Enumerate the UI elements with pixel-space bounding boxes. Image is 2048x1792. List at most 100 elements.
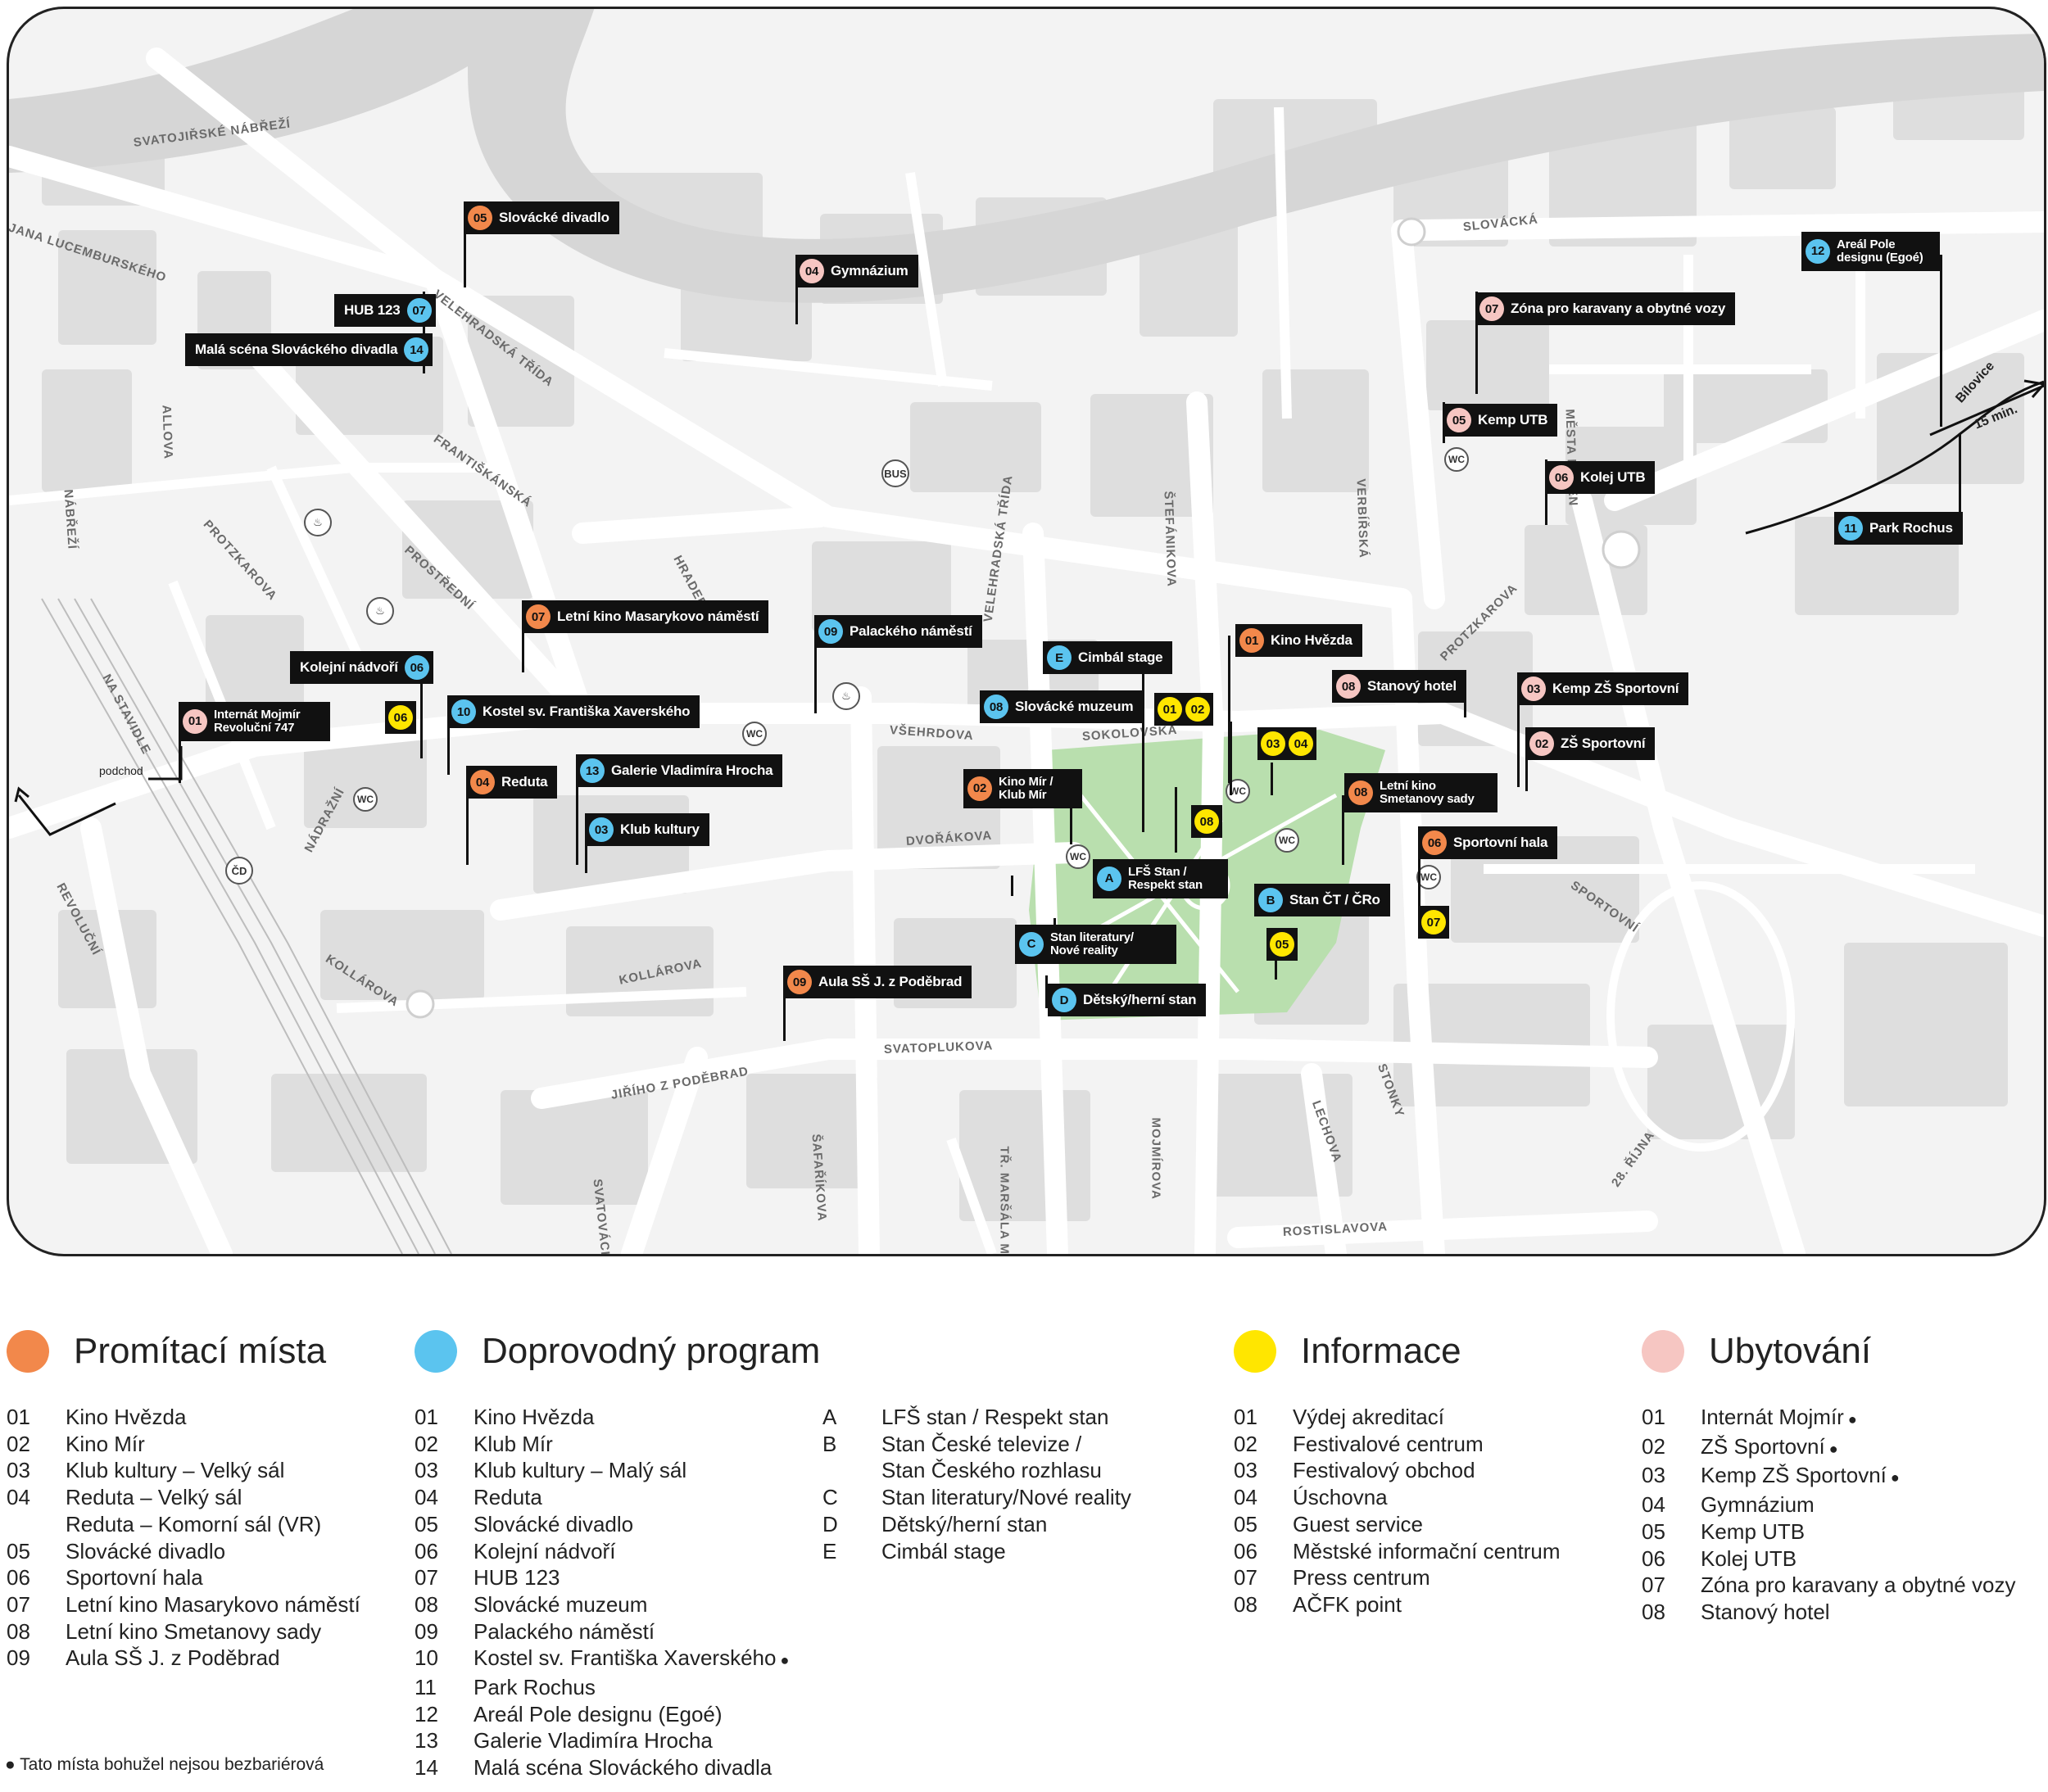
flag-label: Stanový hotel <box>1367 678 1457 694</box>
flag-mala-scena[interactable]: Malá scéna Slováckého divadla 14 <box>185 333 433 366</box>
info-marker-07[interactable]: 07 <box>1418 906 1449 939</box>
legend-item-number: 13 <box>415 1728 438 1754</box>
street-label: TŘ. MARŠÁLA MALINOVSKÉHO <box>997 1146 1012 1256</box>
flag-kemp-zs-sportovni[interactable]: 03 Kemp ZŠ Sportovní <box>1517 672 1689 705</box>
flag-klub-kultury[interactable]: 03 Klub kultury <box>585 813 709 846</box>
flag-letni-kino-smetanovy-sady[interactable]: 08 Letní kino Smetanovy sady <box>1344 773 1497 812</box>
legend-title: Doprovodný program <box>482 1331 821 1371</box>
legend-item-text: Stanový hotel <box>1701 1599 1830 1624</box>
wc-icon[interactable]: WC <box>742 722 767 746</box>
flag-stan-ct-cro[interactable]: B Stan ČT / ČRo <box>1254 884 1390 916</box>
flag-kemp-utb[interactable]: 05 Kemp UTB <box>1443 404 1558 437</box>
wc-icon[interactable]: WC <box>1275 828 1299 853</box>
flag-kostel-xaverskeho[interactable]: 10 Kostel sv. Františka Xaverského <box>447 695 700 728</box>
flag-hub-123[interactable]: HUB 123 07 <box>334 294 436 327</box>
legend-item-number: 08 <box>415 1591 438 1617</box>
flag-pole <box>1175 787 1177 853</box>
flag-kolejni-nadvori[interactable]: Kolejní nádvoří 06 <box>290 651 433 684</box>
flag-pole <box>795 259 798 324</box>
flag-slovacke-divadlo[interactable]: 05 Slovácké divadlo <box>464 201 619 234</box>
drinking-water-icon[interactable]: ♨ <box>304 509 332 536</box>
flag-lfs-stan[interactable]: A LFŠ Stan / Respekt stan <box>1093 859 1228 898</box>
flag-internat-mojmir[interactable]: 01 Internát Mojmír Revoluční 747 <box>179 702 330 741</box>
flag-park-rochus[interactable]: 11 Park Rochus <box>1834 512 1963 545</box>
wc-icon[interactable]: WC <box>353 787 378 812</box>
legend-title: Promítací místa <box>74 1331 327 1371</box>
flag-label: Park Rochus <box>1869 520 1953 536</box>
flag-reduta[interactable]: 04 Reduta <box>466 766 558 799</box>
train-station-icon[interactable]: ČD <box>225 857 253 885</box>
legend-item-text: Výdej akreditací <box>1293 1405 1444 1429</box>
flag-zona-karavany[interactable]: 07 Zóna pro karavany a obytné vozy <box>1475 292 1736 325</box>
legend-item-number: 07 <box>7 1591 30 1617</box>
flag-zs-sportovni[interactable]: 02 ZŠ Sportovní <box>1525 727 1656 760</box>
flag-label: Galerie Vladimíra Hrocha <box>611 763 773 778</box>
marker-dot: 01 <box>1239 628 1264 653</box>
flag-pole <box>1959 433 1961 519</box>
flag-pole <box>1271 763 1273 795</box>
flag-label: ZŠ Sportovní <box>1561 735 1646 751</box>
info-marker-05[interactable]: 05 <box>1266 928 1298 961</box>
wc-icon[interactable]: WC <box>1066 844 1090 869</box>
flag-aula-ss[interactable]: 09 Aula SŠ J. z Poděbrad <box>783 966 972 998</box>
flag-pole <box>1418 832 1420 906</box>
flag-letni-kino-masarykovo[interactable]: 07 Letní kino Masarykovo náměstí <box>522 600 769 633</box>
city-map[interactable]: SVATOJIŘSKÉ NÁBŘEŽÍ JANA LUCEMBURSKÉHO V… <box>7 7 2046 1256</box>
info-marker-01-02[interactable]: 01 02 <box>1154 693 1213 726</box>
legend-item-number: 05 <box>1642 1518 1665 1544</box>
marker-dot: 05 <box>468 206 492 230</box>
flag-kolej-utb[interactable]: 06 Kolej UTB <box>1545 461 1656 494</box>
flag-pole <box>466 795 469 865</box>
legend-item-text: Kolejní nádvoří <box>473 1538 616 1563</box>
legend-item-number: E <box>822 1538 837 1563</box>
flag-palackeho-namesti[interactable]: 09 Palackého náměstí <box>814 615 982 648</box>
flag-gymnazium[interactable]: 04 Gymnázium <box>795 255 918 287</box>
flag-cimbal-stage[interactable]: E Cimbál stage <box>1043 641 1173 674</box>
flag-areal-pole-designu[interactable]: 12 Areál Pole designu (Egoé) <box>1801 232 1940 271</box>
legend-item-text: Internát Mojmír <box>1701 1404 1857 1433</box>
flag-slovacke-muzeum[interactable]: 08 Slovácké muzeum <box>980 690 1144 723</box>
flag-stanovy-hotel[interactable]: 08 Stanový hotel <box>1332 670 1466 703</box>
legend-item-text: Kolej UTB <box>1701 1545 1797 1571</box>
flag-label: Kino Hvězda <box>1271 632 1352 648</box>
flag-kino-hvezda[interactable]: 01 Kino Hvězda <box>1235 624 1362 657</box>
legend-item-text: ZŠ Sportovní <box>1701 1433 1838 1463</box>
legend-item-text: Klub Mír <box>473 1431 553 1456</box>
flag-sportovni-hala[interactable]: 06 Sportovní hala <box>1418 826 1558 859</box>
legend-item-number: 02 <box>7 1431 30 1456</box>
flag-label: Stan ČT / ČRo <box>1289 892 1380 907</box>
flag-detsky-herni-stan[interactable]: D Dětský/herní stan <box>1048 984 1207 1016</box>
info-marker-08[interactable]: 08 <box>1191 805 1222 838</box>
flag-galerie-hrocha[interactable]: 13 Galerie Vladimíra Hrocha <box>576 754 783 787</box>
marker-dot: 08 <box>1348 781 1373 805</box>
wc-icon[interactable]: WC <box>1416 865 1441 889</box>
drinking-water-icon[interactable]: ♨ <box>366 597 394 625</box>
flag-label: Reduta <box>501 774 548 790</box>
wc-icon[interactable]: WC <box>1444 447 1469 472</box>
legend-item-text: Kemp ZŠ Sportovní <box>1701 1462 1900 1491</box>
bus-stop-icon[interactable]: BUS <box>881 459 909 487</box>
legend-item-number: 12 <box>415 1701 438 1726</box>
flag-label: Cimbál stage <box>1078 649 1163 665</box>
flag-stan-literatury[interactable]: C Stan literatury/ Nové reality <box>1015 925 1176 964</box>
drinking-water-icon[interactable]: ♨ <box>832 682 860 710</box>
info-marker-06[interactable]: 06 <box>385 701 416 734</box>
legend-item-text: Kino Hvězda <box>66 1405 187 1429</box>
flag-kino-mir[interactable]: 02 Kino Mír / Klub Mír <box>963 769 1082 808</box>
flag-label: Areál Pole designu (Egoé) <box>1837 238 1923 265</box>
marker-dot: 08 <box>984 695 1008 719</box>
info-marker-03-04[interactable]: 03 04 <box>1257 727 1316 760</box>
legend-item-text: Kino Hvězda <box>473 1405 595 1429</box>
legend-item: Stan Českého rozhlasu <box>822 1457 1131 1484</box>
flag-label: Kemp ZŠ Sportovní <box>1552 681 1679 696</box>
